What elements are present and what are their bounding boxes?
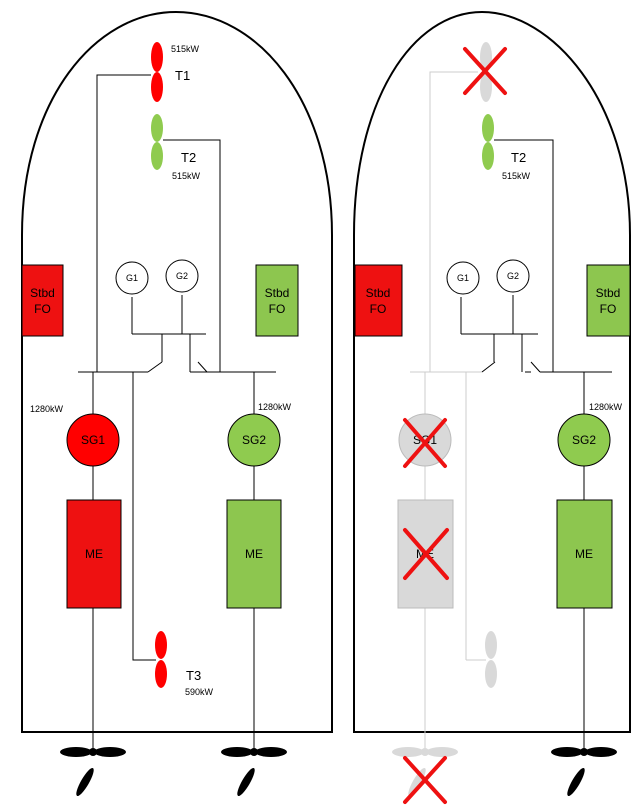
right-cabling-disabled [410, 71, 486, 752]
right-shaft-generator-sg2: SG2 1280kW [557, 402, 623, 467]
right-t2-power: 515kW [502, 171, 531, 181]
left-cabling [78, 74, 276, 752]
right-shaft-generator-sg1: SG1 [398, 413, 452, 468]
left-ship: 515kW T1 T2 515kW Stbd FO Stbd FO G1 [21, 10, 333, 796]
right-propeller-2 [551, 747, 617, 796]
left-sg2-label: SG2 [242, 433, 266, 447]
left-fo-tank-port: Stbd FO [255, 264, 299, 337]
right-g1-label: G1 [457, 273, 469, 283]
right-sg1-failed-cross-icon [403, 418, 447, 468]
left-t1-blade-top [151, 42, 163, 72]
left-t1-blade-bottom [151, 72, 163, 102]
left-fo-tank-stbd: Stbd FO [21, 264, 64, 337]
left-sg2-power: 1280kW [258, 402, 292, 412]
left-t3-blade-top [155, 631, 167, 659]
left-generator-g2: G2 [165, 259, 199, 293]
left-me1-label: ME [85, 547, 103, 561]
left-t1-power: 515kW [171, 44, 200, 54]
right-me1-failed-cross-icon [403, 528, 449, 580]
right-thruster-t2: T2 515kW [482, 114, 531, 181]
right-t2-label: T2 [511, 150, 526, 165]
right-t1-failed-cross-icon [463, 47, 507, 95]
left-fo-port-line1: Stbd [265, 286, 290, 300]
left-fo-port-line2: FO [269, 302, 286, 316]
left-fo-stbd-line2: FO [34, 302, 51, 316]
right-fo-port-line2: FO [600, 302, 617, 316]
left-t2-power: 515kW [172, 171, 201, 181]
left-thruster-t1: 515kW T1 [151, 42, 200, 102]
left-me2-label: ME [245, 547, 263, 561]
left-shaft-generator-sg2: SG2 1280kW [227, 402, 292, 467]
left-thruster-t2: T2 515kW [151, 114, 201, 181]
right-fo-tank-stbd: Stbd FO [354, 264, 403, 337]
right-fo-stbd-line1: Stbd [366, 286, 391, 300]
right-fo-port-line1: Stbd [596, 286, 621, 300]
left-fo-stbd-line1: Stbd [30, 286, 55, 300]
left-hull-outline [21, 10, 333, 733]
right-propeller-1 [392, 747, 458, 804]
right-fo-tank-port: Stbd FO [586, 264, 631, 337]
left-propeller-1 [60, 747, 126, 796]
left-t2-label: T2 [181, 150, 196, 165]
right-cabling-active [460, 139, 612, 752]
right-generator-g2: G2 [496, 259, 530, 293]
left-t1-label: T1 [175, 68, 190, 83]
left-sg1-label: SG1 [81, 433, 105, 447]
left-t2-blade-bottom [151, 142, 163, 170]
right-fo-stbd-line2: FO [370, 302, 387, 316]
left-main-engine-1: ME [66, 499, 122, 609]
right-thruster-t3 [485, 631, 497, 688]
left-g2-label: G2 [176, 271, 188, 281]
left-shaft-generator-sg1: SG1 1280kW [30, 404, 120, 467]
left-t3-label: T3 [186, 668, 201, 683]
right-sg2-label: SG2 [572, 433, 596, 447]
right-sg2-power: 1280kW [589, 402, 623, 412]
left-thruster-t3: T3 590kW [155, 631, 214, 697]
left-t3-power: 590kW [185, 687, 214, 697]
right-main-engine-1: ME [397, 499, 454, 609]
left-generator-g1: G1 [115, 261, 149, 295]
right-me2-label: ME [575, 547, 593, 561]
left-sg1-power: 1280kW [30, 404, 64, 414]
right-propeller-1-failed-cross-icon [403, 756, 447, 804]
left-g1-label: G1 [126, 273, 138, 283]
right-hull-outline [353, 10, 631, 733]
left-t3-blade-bottom [155, 660, 167, 688]
right-ship: T2 515kW Stbd FO Stbd FO G1 G2 SG1 [353, 10, 631, 804]
right-main-engine-2: ME [556, 499, 613, 609]
right-thruster-t1 [463, 42, 507, 102]
left-propeller-2 [221, 747, 287, 796]
right-g2-label: G2 [507, 271, 519, 281]
left-main-engine-2: ME [226, 499, 282, 609]
right-generator-g1: G1 [446, 261, 480, 295]
left-t2-blade-top [151, 114, 163, 142]
